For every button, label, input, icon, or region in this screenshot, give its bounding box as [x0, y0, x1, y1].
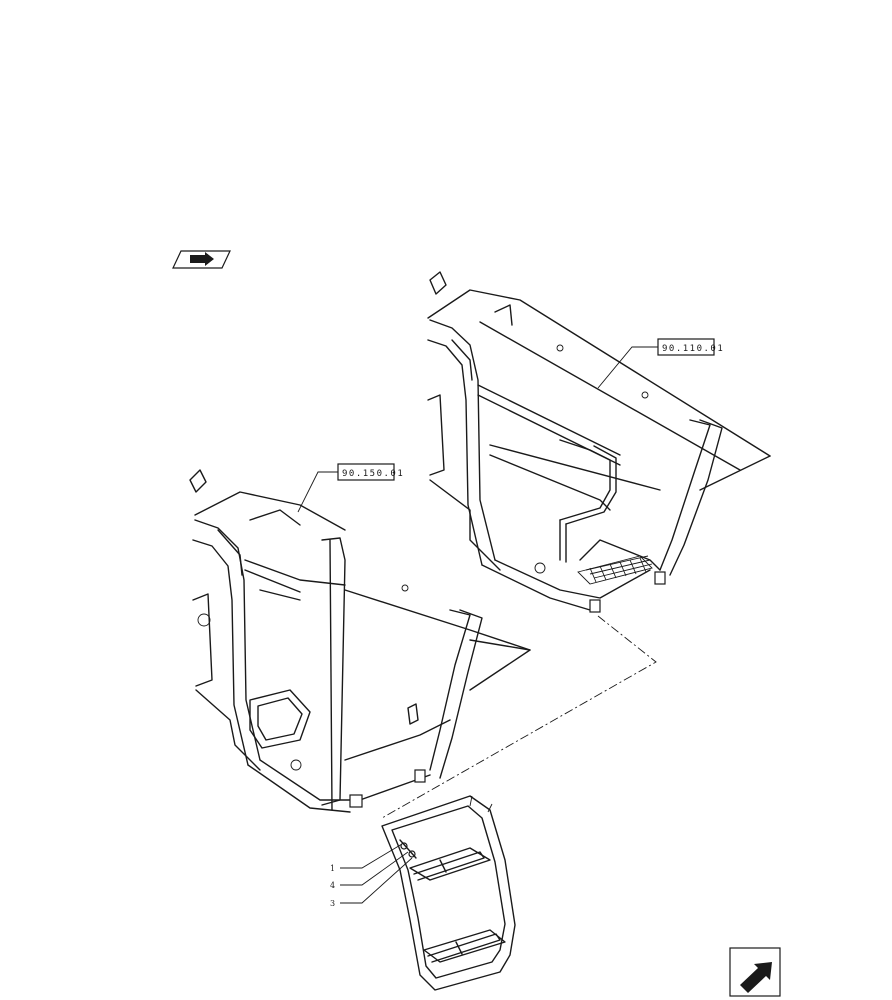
ref-lower-label: 90.150.01 — [342, 469, 404, 479]
lower-cab-frame — [189, 469, 531, 813]
assembly-line-upper — [381, 615, 657, 819]
previous-page-arrow-icon[interactable] — [172, 250, 231, 269]
ref-upper-label: 90.110.01 — [662, 344, 724, 354]
callout-leaders — [340, 843, 413, 904]
step-assembly — [381, 795, 516, 991]
ref-upper-leader — [597, 346, 658, 389]
next-page-arrow-icon[interactable] — [729, 947, 781, 997]
upper-cab-frame — [427, 271, 771, 613]
callout-1: 1 — [330, 864, 335, 873]
ref-lower-box[interactable]: 90.150.01 — [337, 463, 404, 481]
ref-upper-box[interactable]: 90.110.01 — [657, 338, 724, 356]
callout-3: 3 — [330, 899, 335, 908]
ref-lower-leader — [297, 471, 338, 513]
callout-4: 4 — [330, 881, 335, 890]
